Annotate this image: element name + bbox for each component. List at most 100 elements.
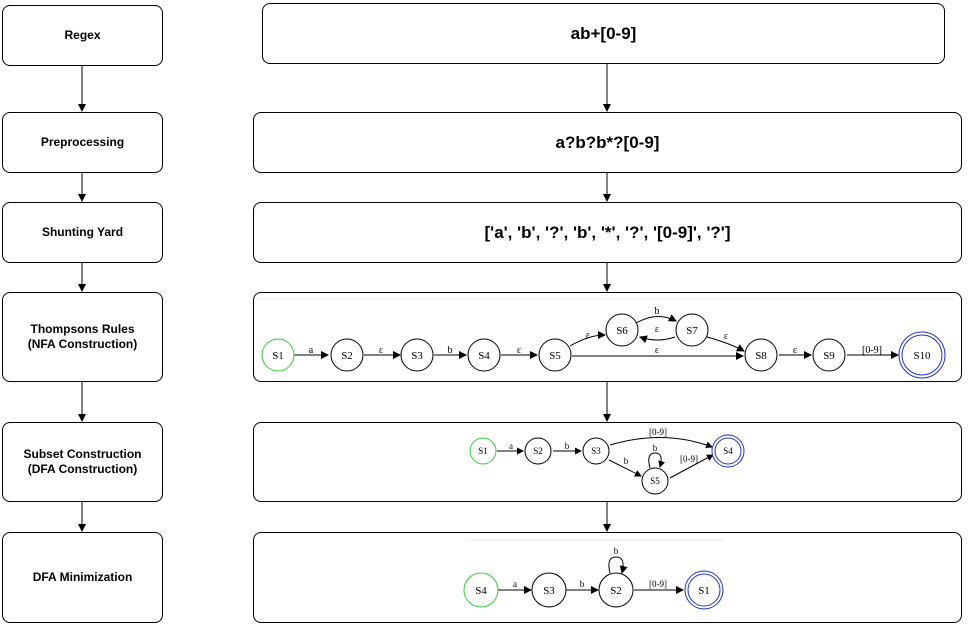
stage-label: Regex bbox=[64, 28, 101, 42]
nfa-state-s10-inner bbox=[901, 334, 943, 376]
nfa-label-s7-s8: ε bbox=[724, 331, 728, 342]
min-label-s4-s3: a bbox=[513, 579, 517, 589]
nfa-state-labels: S1 S2 S3 S4 S5 S6 S7 S8 S9 S10 bbox=[272, 325, 931, 362]
min-state-label: S1 bbox=[698, 585, 710, 597]
nfa-states bbox=[261, 313, 946, 379]
dfa-label-s1-s2: a bbox=[509, 441, 513, 451]
nfa-state-label: S10 bbox=[913, 350, 931, 362]
min-state-label: S2 bbox=[610, 585, 622, 597]
min-state-labels: S4 S3 S2 S1 bbox=[475, 585, 710, 597]
nfa-label-s5-s8: ε bbox=[655, 345, 659, 356]
min-label-s3-s2: b bbox=[580, 579, 585, 589]
nfa-state-s9 bbox=[812, 338, 846, 372]
dfa-state-s3 bbox=[582, 437, 610, 465]
dfa-edge-s3-s4 bbox=[609, 436, 713, 449]
stage-dfa-minimization: DFA Minimization bbox=[2, 532, 163, 623]
nfa-state-s8 bbox=[744, 338, 778, 372]
dfa-label-s5-s4: [0-9] bbox=[680, 454, 698, 464]
dfa-state-label: S1 bbox=[478, 446, 488, 456]
stage-thompsons-rules: Thompsons Rules (NFA Construction) bbox=[2, 292, 163, 382]
dfa-diagram-box: a b [0-9] b b [0-9] S1 S2 S3 S4 S5 bbox=[253, 422, 962, 502]
nfa-label-s7-s6: ε bbox=[655, 324, 659, 335]
stage-label: Preprocessing bbox=[40, 135, 125, 149]
min-label-s2-s1: [0-9] bbox=[649, 579, 667, 589]
min-state-s2 bbox=[598, 572, 634, 608]
min-edge-labels: a b b [0-9] bbox=[513, 546, 667, 589]
nfa-label-s5-s6: ε bbox=[586, 330, 590, 341]
dfa-edge-s5-s5 bbox=[648, 452, 666, 469]
min-dfa-diagram-box: a b b [0-9] S4 S3 S2 S1 bbox=[253, 532, 962, 623]
nfa-label-s2-s3: ε bbox=[379, 345, 383, 356]
nfa-edge-s7-s6 bbox=[639, 335, 676, 344]
min-label-s2-s2: b bbox=[614, 546, 619, 556]
min-dfa-diagram: a b b [0-9] S4 S3 S2 S1 bbox=[463, 539, 724, 610]
preprocessed-value: a?b?b*?[0-9] bbox=[555, 132, 660, 152]
nfa-label-s6-s7: b bbox=[655, 306, 660, 317]
dfa-state-label: S3 bbox=[591, 446, 601, 456]
dfa-state-label: S4 bbox=[723, 446, 733, 456]
min-state-label: S4 bbox=[475, 585, 487, 597]
stage-label: Thompsons Rules bbox=[30, 322, 135, 336]
min-state-s4 bbox=[463, 572, 499, 608]
nfa-state-label: S2 bbox=[341, 350, 353, 362]
nfa-state-label: S8 bbox=[755, 350, 767, 362]
nfa-state-label: S3 bbox=[411, 350, 423, 362]
nfa-state-s3 bbox=[400, 338, 434, 372]
nfa-state-s4 bbox=[467, 338, 501, 372]
min-states bbox=[463, 570, 724, 610]
nfa-state-label: S7 bbox=[686, 325, 698, 337]
stage-preprocessing: Preprocessing bbox=[2, 112, 163, 173]
nfa-state-label: S9 bbox=[823, 350, 835, 362]
postfix-value-box: ['a', 'b', '?', 'b', '*', '?', '[0-9]', … bbox=[253, 202, 962, 263]
nfa-edge-s7-s8 bbox=[706, 336, 745, 352]
dfa-diagram: a b [0-9] b b [0-9] S1 S2 S3 S4 S5 bbox=[469, 427, 745, 495]
dfa-state-label: S2 bbox=[533, 446, 543, 456]
nfa-diagram: a ε b ε ε b ε ε ε ε [0-9] S1 S2 bbox=[256, 298, 954, 379]
dfa-state-label: S5 bbox=[650, 476, 660, 486]
nfa-edge-labels: a ε b ε ε b ε ε ε ε [0-9] bbox=[309, 306, 882, 356]
nfa-label-s4-s5: ε bbox=[517, 345, 521, 356]
stage-subset-construction: Subset Construction (DFA Construction) bbox=[2, 422, 163, 502]
dfa-state-s2 bbox=[524, 437, 552, 465]
dfa-edge-s5-s4 bbox=[669, 454, 714, 479]
dfa-edge-labels: a b [0-9] b b [0-9] bbox=[509, 427, 698, 466]
nfa-state-s7 bbox=[675, 313, 709, 347]
nfa-state-label: S4 bbox=[478, 350, 490, 362]
stage-label: DFA Minimization bbox=[32, 570, 133, 584]
min-state-s3 bbox=[531, 572, 567, 608]
dfa-edge-s3-s5 bbox=[608, 459, 642, 477]
dfa-label-s3-s4: [0-9] bbox=[649, 427, 667, 437]
stage-sublabel: (DFA Construction) bbox=[27, 462, 138, 476]
nfa-state-s5 bbox=[538, 338, 572, 372]
regex-value: ab+[0-9] bbox=[570, 23, 637, 43]
stage-label: Subset Construction bbox=[23, 447, 142, 461]
nfa-label-s3-s4: b bbox=[448, 345, 453, 356]
nfa-label-s9-s10: [0-9] bbox=[862, 345, 882, 356]
dfa-states bbox=[469, 434, 745, 495]
stage-label: Shunting Yard bbox=[41, 225, 124, 239]
nfa-state-s1 bbox=[261, 338, 295, 372]
min-state-s1-inner bbox=[687, 573, 721, 607]
nfa-state-label: S1 bbox=[272, 350, 284, 362]
min-edge-s2-s2 bbox=[608, 556, 628, 574]
nfa-label-s8-s9: ε bbox=[793, 345, 797, 356]
stage-sublabel: (NFA Construction) bbox=[27, 337, 138, 351]
nfa-state-s2 bbox=[330, 338, 364, 372]
stage-regex: Regex bbox=[2, 5, 163, 66]
dfa-state-s1 bbox=[469, 437, 497, 465]
dfa-label-s2-s3: b bbox=[565, 441, 570, 451]
nfa-edge-s5-s6 bbox=[569, 331, 606, 347]
dfa-state-s4-inner bbox=[714, 437, 742, 465]
nfa-label-s1-s2: a bbox=[309, 345, 314, 356]
nfa-state-label: S6 bbox=[616, 325, 628, 337]
dfa-label-s3-s5: b bbox=[624, 456, 629, 466]
regex-value-box: ab+[0-9] bbox=[262, 3, 945, 64]
nfa-diagram-box: a ε b ε ε b ε ε ε ε [0-9] S1 S2 bbox=[253, 292, 962, 382]
min-state-label: S3 bbox=[543, 585, 555, 597]
nfa-edge-s6-s7 bbox=[635, 314, 677, 324]
dfa-label-s5-s5: b bbox=[653, 443, 658, 453]
stage-shunting-yard: Shunting Yard bbox=[2, 202, 163, 263]
preprocessed-value-box: a?b?b*?[0-9] bbox=[253, 112, 962, 173]
postfix-value: ['a', 'b', '?', 'b', '*', '?', '[0-9]', … bbox=[484, 222, 731, 242]
